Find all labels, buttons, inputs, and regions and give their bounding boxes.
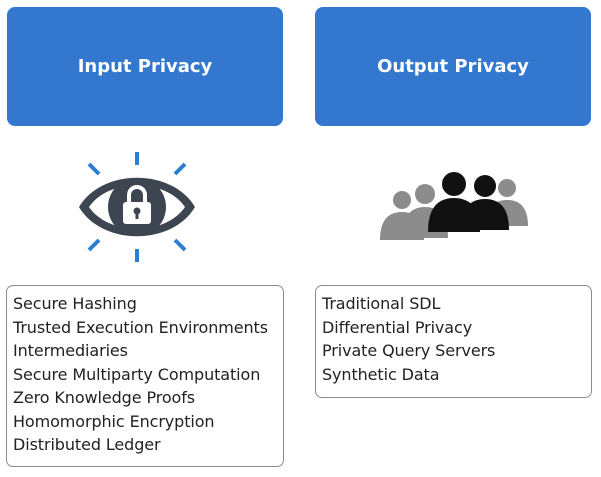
list-item: Trusted Execution Environments — [13, 317, 268, 337]
list-item: Intermediaries — [13, 341, 128, 360]
output-privacy-header: Output Privacy — [315, 7, 591, 126]
input-privacy-header: Input Privacy — [7, 7, 283, 126]
list-item: Secure Multiparty Computation — [13, 364, 261, 384]
list-item: Distributed Ledger — [13, 435, 161, 454]
eye-with-lock-icon — [74, 148, 200, 266]
people-group-icon — [378, 170, 534, 246]
list-item: Differential Privacy — [322, 317, 473, 337]
eye-rays — [87, 152, 187, 262]
list-item: Traditional SDL — [322, 294, 441, 313]
input-privacy-list: Secure Hashing Trusted Execution Environ… — [6, 285, 284, 467]
list-item: Zero Knowledge Proofs — [13, 388, 195, 407]
list-item: Secure Hashing — [13, 294, 137, 313]
list-item: Synthetic Data — [322, 364, 440, 384]
list-item: Private Query Servers — [322, 341, 496, 360]
input-privacy-title: Input Privacy — [77, 56, 213, 77]
list-item: Homomorphic Encryption — [13, 411, 215, 431]
output-privacy-list: Traditional SDL Differential Privacy Pri… — [315, 285, 592, 398]
output-privacy-title: Output Privacy — [377, 56, 529, 77]
